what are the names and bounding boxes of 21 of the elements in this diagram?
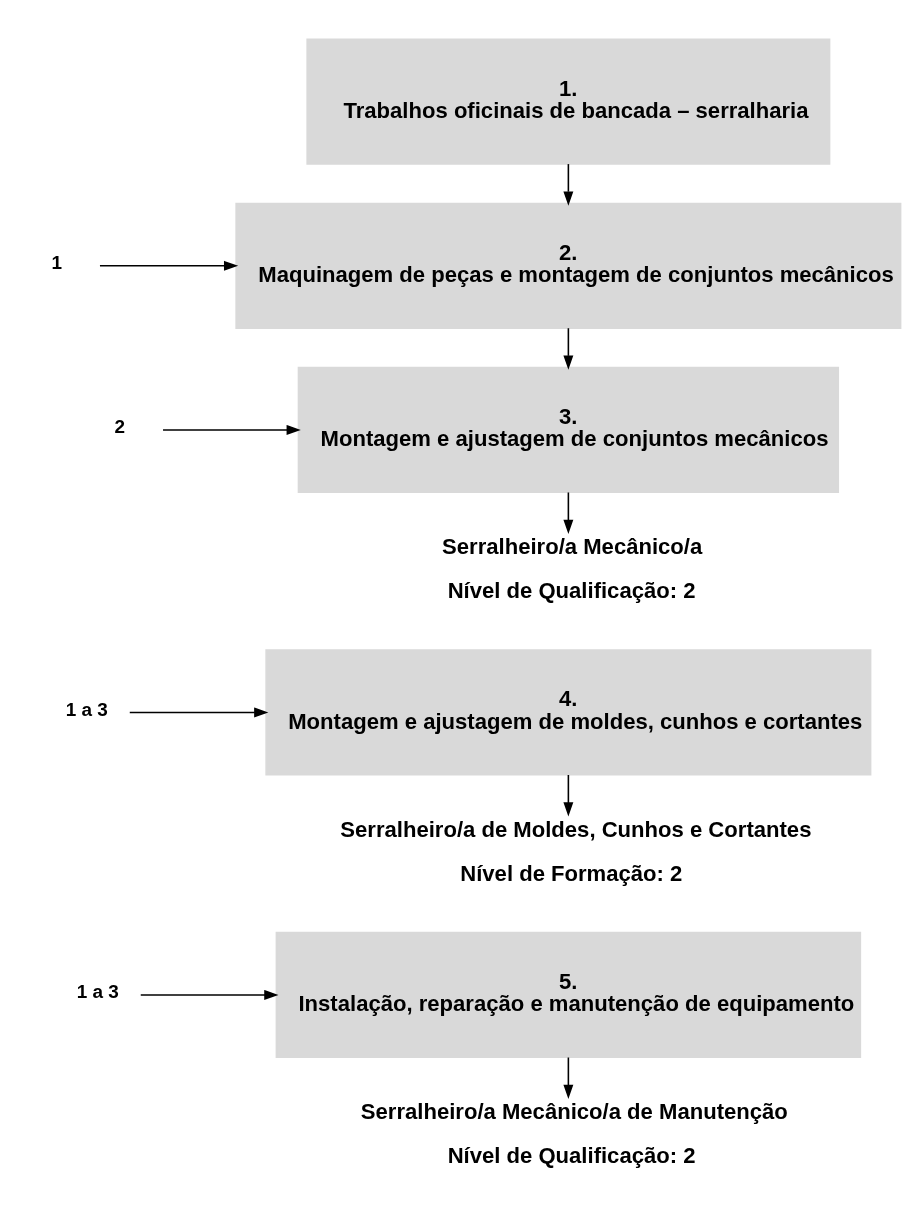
node-text: 2 [114, 416, 126, 438]
arrow [129, 707, 269, 718]
node-text: 1 a 3 [65, 698, 108, 720]
arrow [563, 491, 574, 534]
node-text: 1 a 3 [76, 981, 119, 1003]
arrow [563, 774, 574, 817]
node-box: 3. Montagem e ajustagem de conjuntos mecânicos [297, 366, 840, 494]
node-text: 1 [51, 252, 63, 274]
node-box: 1. Trabalhos oficinais de bancada – serralharia [306, 38, 831, 165]
node-box: 2. Maquinagem de peças e montagem de conjuntos mecânicos [235, 202, 902, 329]
arrow [563, 1056, 574, 1099]
node-text: Serralheiro/a de Moldes, Cunhos e Cortantes Nível de Formação: 2 [340, 816, 812, 886]
arrow [99, 260, 239, 271]
arrow [563, 163, 574, 206]
arrow [162, 424, 301, 435]
node-box: 5. Instalação, reparação e manutenção de equipamento [275, 931, 862, 1059]
node-box: 4. Montagem e ajustagem de moldes, cunhos e cortantes [265, 649, 872, 776]
arrow [563, 327, 574, 370]
node-text: Serralheiro/a Mecânico/a Nível de Qualificação: 2 [442, 534, 703, 604]
node-text: Serralheiro/a Mecânico/a de Manutenção Nível de Qualificação: 2 [360, 1099, 788, 1169]
arrow [139, 990, 279, 1000]
